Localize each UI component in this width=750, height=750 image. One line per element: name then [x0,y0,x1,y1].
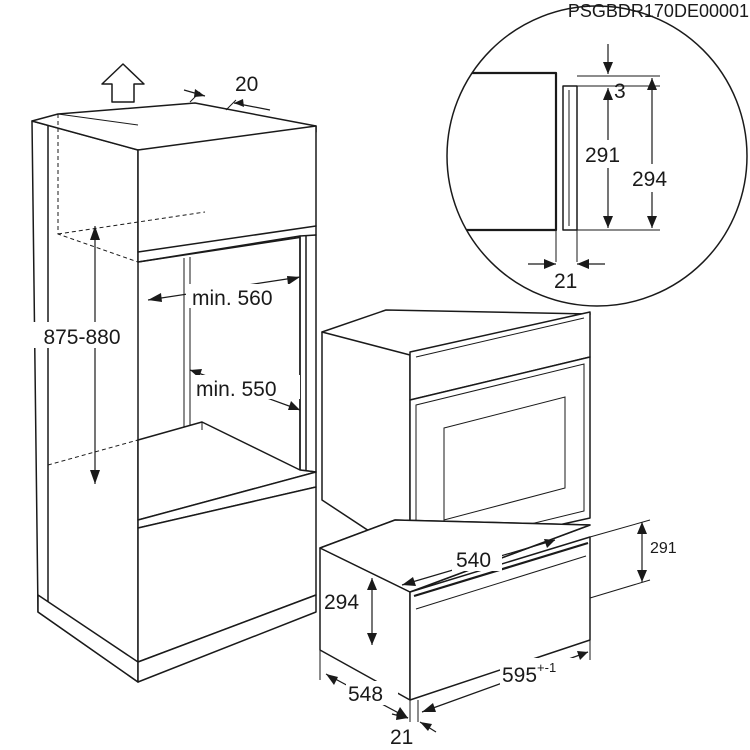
dim-drawer-depth: 540 [401,539,556,586]
dim-cabinet-width: min. 560 [147,276,301,310]
dim-label-drawer-depth: 540 [456,549,491,572]
dim-label-detail-inner-height: 291 [585,144,620,167]
dim-body-height: 294 [324,578,377,645]
dim-front-height: 291 [637,522,677,582]
detail-panel [562,85,578,231]
dim-appliance-width: 595+-1 [421,651,589,713]
cabinet-shelf [137,421,317,521]
dim-label-cabinet-width: min. 560 [192,287,273,310]
cabinet-upper-box [137,125,317,263]
dim-front-offset: 21 [390,712,437,749]
detail-circle [446,5,748,307]
dim-label-appliance-width: 595+-1 [502,660,556,687]
dim-cabinet-height: 875-880 [30,226,132,484]
dim-body-depth: 548 [325,673,409,719]
dim-label-detail-gap: 3 [614,80,626,103]
up-arrow-icon [101,63,145,103]
detail-view: 3 291 294 21 [446,5,748,307]
dim-label-body-depth: 548 [348,683,383,706]
oven-window [443,396,566,521]
dim-cabinet-depth: min. 550 [189,369,301,411]
oven-door [409,356,591,559]
dim-label-body-height: 294 [324,591,359,614]
kitchen-cabinet [31,102,317,683]
drawing-code: PSGBDR170DE00001 [568,1,749,21]
dim-label-front-height: 291 [650,540,677,557]
dim-label-front-offset: 21 [390,726,413,749]
dim-label-detail-thickness: 21 [554,270,577,293]
dim-label-cabinet-height: 875-880 [43,326,120,349]
oven-appliance [321,309,591,559]
dim-cabinet-top-depth: 20 [183,73,271,111]
dim-label-top-depth: 20 [235,73,258,96]
dim-label-cabinet-depth: min. 550 [196,378,277,401]
dim-label-detail-outer-height: 294 [632,168,667,191]
